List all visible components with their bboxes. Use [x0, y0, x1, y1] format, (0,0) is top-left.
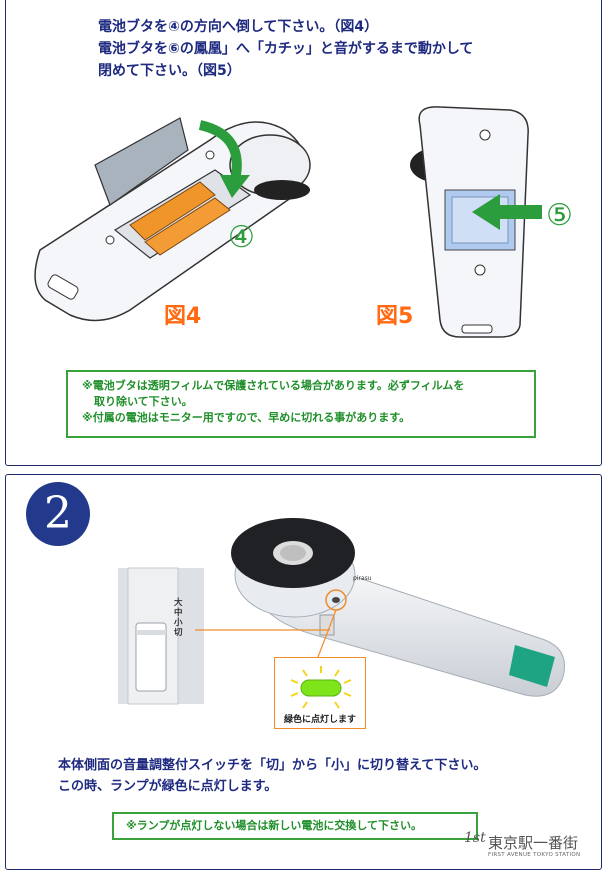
lamp-note-box: ※ランプが点灯しない場合は新しい電池に交換して下さい。	[112, 812, 478, 840]
logo-mark: 1st	[464, 830, 486, 846]
lamp-note-text: ※ランプが点灯しない場合は新しい電池に交換して下さい。	[126, 819, 423, 832]
step2-instruction-line-2: この時、ランプが緑色に点灯します。	[58, 779, 278, 794]
note-line-2: 取り除いて下さい。	[94, 395, 193, 408]
figure-5-illustration	[410, 106, 529, 338]
figure-5-marker: ⑤	[546, 198, 573, 233]
lamp-caption: 緑色に点灯します	[283, 715, 356, 725]
battery-notes-box: ※電池ブタは透明フィルムで保護されている場合があります。必ずフィルムを 取り除い…	[66, 370, 536, 438]
instruction-line-3: 閉めて下さい。（図5）	[98, 63, 241, 79]
switch-label-mid: 中	[174, 608, 183, 618]
step2-instruction-line-1: 本体側面の音量調整付スイッチを「切」から「小」に切り替えて下さい。	[58, 758, 487, 773]
figure-4-marker: ④	[228, 220, 255, 255]
note-line-3: ※付属の電池はモニター用ですので、早めに切れる事があります。	[82, 411, 411, 424]
figure-5-label: 図5	[376, 304, 414, 329]
figure-4-label: 図4	[164, 304, 202, 329]
lamp-glow-icon	[290, 666, 352, 709]
switch-level-labels: 大 中 小 切	[174, 598, 186, 638]
switch-closeup	[118, 567, 204, 705]
lamp-callout-box: 緑色に点灯します	[274, 657, 366, 729]
switch-label-low: 小	[174, 618, 183, 628]
instruction-line-2: 電池ブタを⑥の鳳凰」へ「カチッ」と音がするまで動かして	[98, 41, 474, 57]
note-line-1: ※電池ブタは透明フィルムで保護されている場合があります。必ずフィルムを	[82, 379, 465, 392]
switch-label-off: 切	[174, 628, 183, 638]
device-illustration: pirasu	[231, 518, 565, 697]
logo-name: 東京駅一番街	[488, 834, 579, 852]
switch-label-high: 大	[174, 598, 183, 608]
figure-4-illustration	[34, 117, 311, 322]
step-number-badge: 2	[26, 482, 90, 546]
svg-text:pirasu: pirasu	[353, 575, 372, 582]
figure-5-arrow	[472, 194, 542, 230]
instruction-line-1: 電池ブタを④の方向へ倒して下さい。（図4）	[98, 19, 379, 35]
logo-subtitle: FIRST AVENUE TOKYO STATION	[488, 852, 581, 858]
